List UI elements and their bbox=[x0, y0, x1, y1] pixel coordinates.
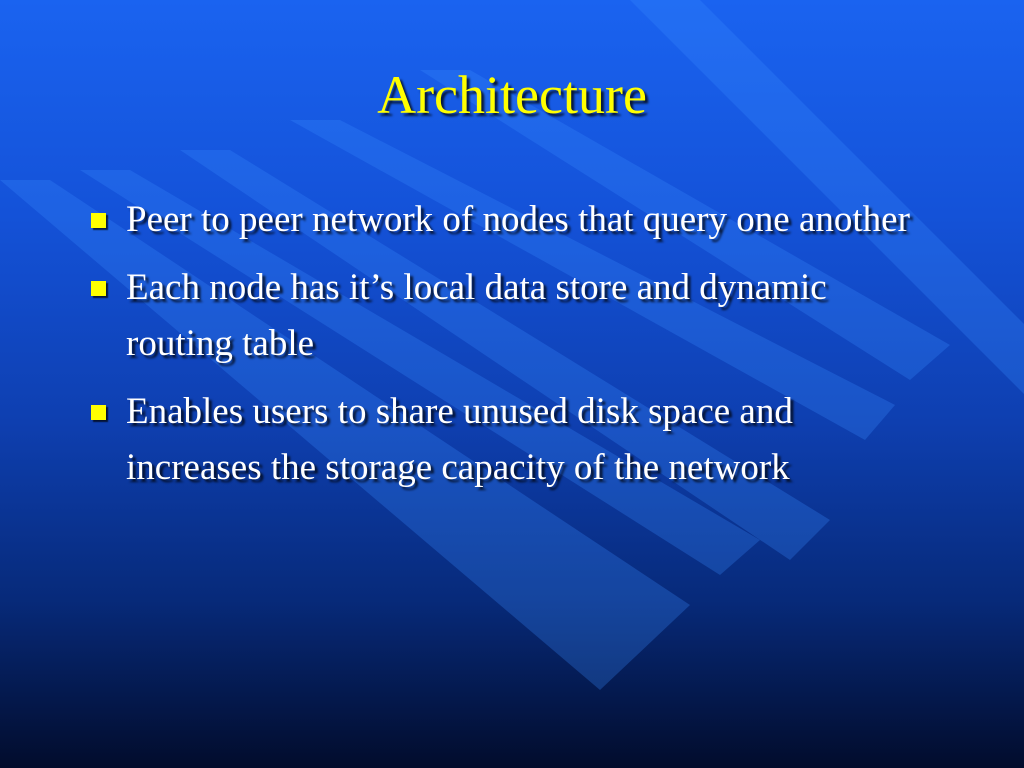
square-bullet-icon bbox=[91, 405, 106, 420]
slide-title: Architecture bbox=[377, 65, 647, 125]
square-bullet-icon bbox=[91, 213, 106, 228]
bullet-item: Enables users to share unused disk space… bbox=[88, 384, 918, 496]
bullet-text: Peer to peer network of nodes that query… bbox=[126, 199, 910, 240]
bullet-item: Each node has it’s local data store and … bbox=[88, 260, 918, 372]
bullet-text: Each node has it’s local data store and … bbox=[126, 267, 827, 364]
bullet-text: Enables users to share unused disk space… bbox=[126, 391, 793, 488]
bullet-item: Peer to peer network of nodes that query… bbox=[88, 192, 918, 248]
square-bullet-icon bbox=[91, 281, 106, 296]
bullet-list: Peer to peer network of nodes that query… bbox=[88, 192, 918, 508]
